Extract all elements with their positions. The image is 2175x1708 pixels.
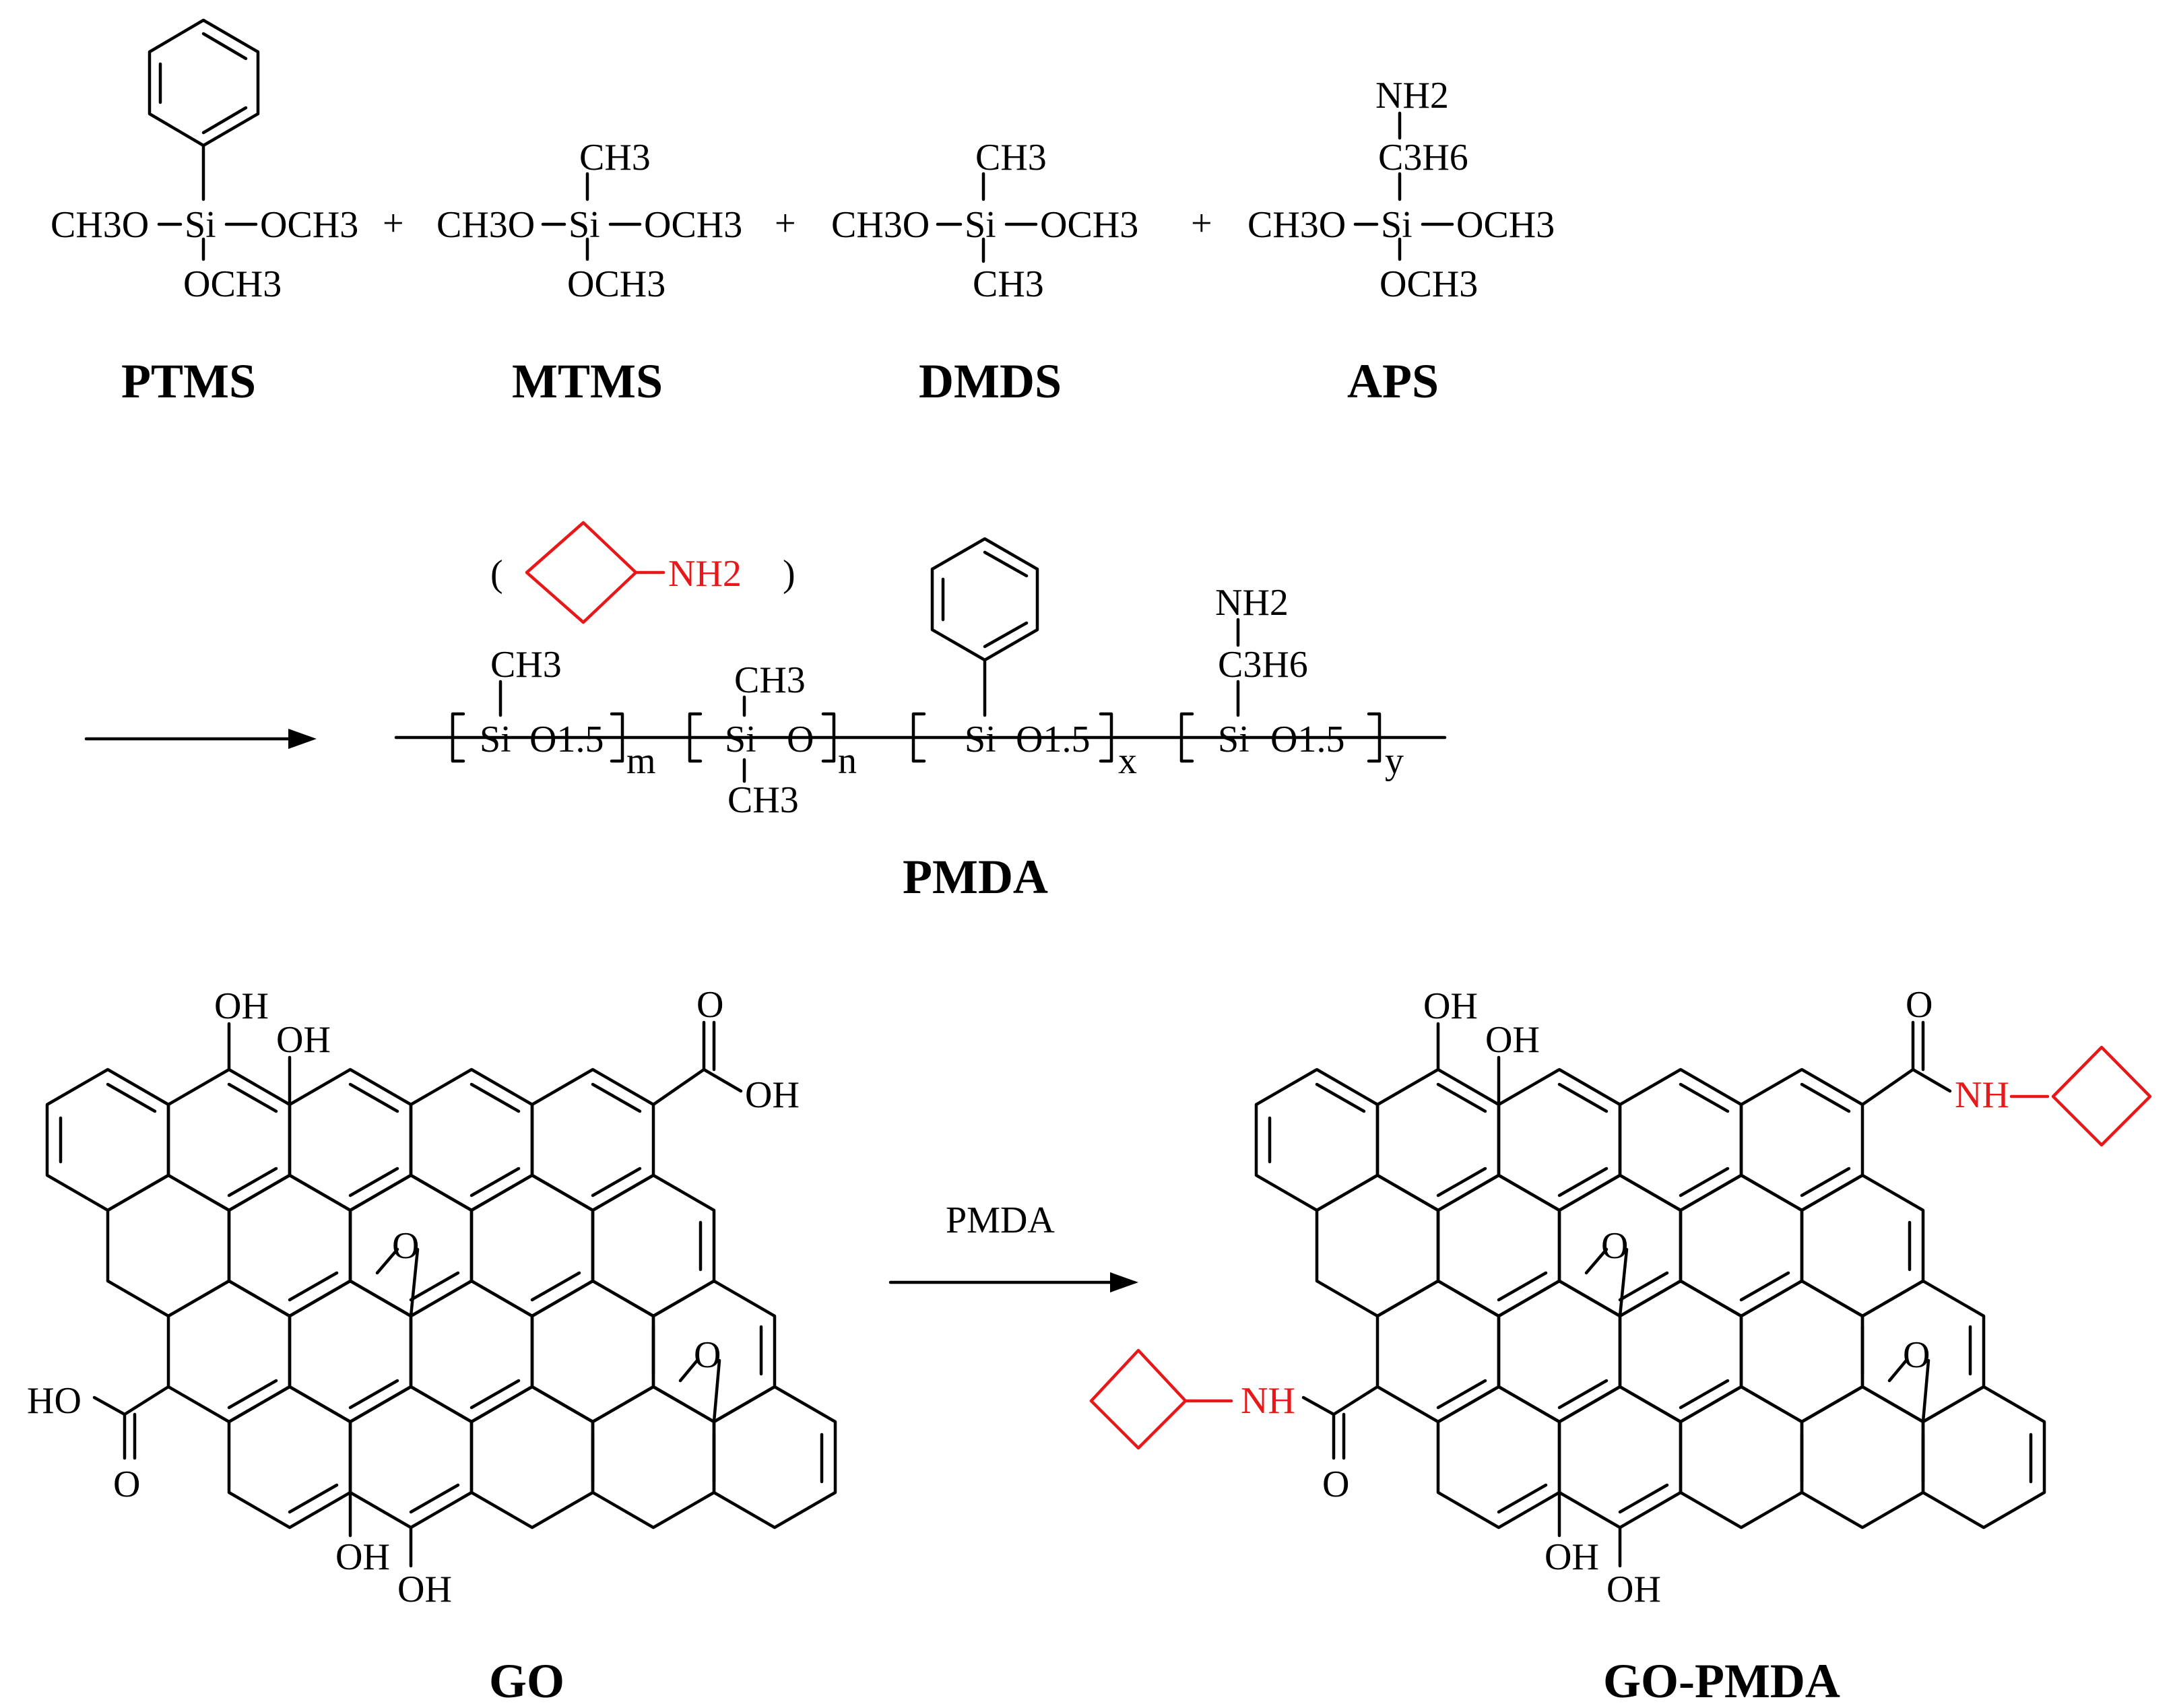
gop-oh-3: OH bbox=[1545, 1536, 1599, 1578]
cyclobutyl-ring-icon bbox=[525, 521, 638, 624]
mtms-bottom-group: OCH3 bbox=[567, 263, 666, 305]
go-oh-1: OH bbox=[214, 985, 269, 1027]
mtms-top-group: CH3 bbox=[579, 137, 651, 178]
dmds-si: Si bbox=[965, 204, 996, 246]
gop-epoxide-1: O bbox=[1601, 1225, 1628, 1267]
pmda-structure: ( NH2 ) CH3 Si O1.5 m CH3 Si O CH3 n bbox=[84, 521, 1447, 904]
go-epoxide-2: O bbox=[694, 1334, 721, 1376]
arrowhead-1-icon bbox=[288, 729, 317, 749]
go-pmda-lattice bbox=[1256, 1070, 2044, 1528]
dmds-label: DMDS bbox=[919, 354, 1062, 408]
aps-structure: NH2 C3H6 CH3O Si OCH3 OCH3 APS bbox=[1247, 75, 1555, 408]
pmda-unit2-o: O bbox=[787, 719, 814, 760]
ptms-right-group: OCH3 bbox=[260, 204, 358, 246]
gop-amide-nh-1: NH bbox=[1955, 1074, 2009, 1116]
pmda-unit4-propyl: C3H6 bbox=[1218, 644, 1308, 686]
pmda-unit1-top: CH3 bbox=[490, 644, 562, 686]
mtms-label: MTMS bbox=[512, 354, 663, 408]
reagent-label: PMDA bbox=[946, 1200, 1055, 1241]
dmds-top-group: CH3 bbox=[975, 137, 1047, 178]
go-cooh-oh: OH bbox=[745, 1074, 800, 1116]
dmds-bottom-group: CH3 bbox=[973, 263, 1044, 305]
gop-cyclobutyl-2-icon bbox=[1089, 1348, 1188, 1450]
go-oh-2: OH bbox=[276, 1019, 331, 1061]
close-paren: ) bbox=[783, 553, 796, 595]
pmda-unit4-index: y bbox=[1385, 740, 1404, 782]
aps-propyl-group: C3H6 bbox=[1378, 137, 1468, 178]
mtms-si: Si bbox=[569, 204, 600, 246]
aps-right-group: OCH3 bbox=[1456, 204, 1555, 246]
dmds-left-group: CH3O bbox=[831, 204, 930, 246]
open-paren: ( bbox=[490, 553, 503, 595]
gop-carbonyl-o-2: O bbox=[1322, 1464, 1349, 1505]
plus-sign-3: + bbox=[1191, 203, 1212, 244]
bracket-left-3 bbox=[911, 712, 926, 763]
pmda-unit3-si: Si bbox=[965, 719, 996, 760]
ptms-structure: CH3O Si OCH3 OCH3 PTMS bbox=[51, 18, 358, 408]
pmda-unit1-si: Si bbox=[480, 719, 511, 760]
pmda-label: PMDA bbox=[903, 850, 1048, 904]
plus-sign-2: + bbox=[775, 203, 796, 244]
pmda-unit2-bottom: CH3 bbox=[727, 779, 799, 821]
mtms-left-group: CH3O bbox=[436, 204, 535, 246]
bracket-right-2 bbox=[821, 712, 836, 763]
go-carbonyl-o-1: O bbox=[696, 984, 723, 1026]
gop-amide-nh-2: NH bbox=[1241, 1380, 1295, 1422]
bracket-left-1 bbox=[451, 712, 465, 763]
gop-epoxide-2: O bbox=[1903, 1334, 1930, 1376]
bracket-right-4 bbox=[1367, 712, 1382, 763]
go-oh-4: OH bbox=[397, 1569, 452, 1610]
gop-oh-1: OH bbox=[1423, 985, 1478, 1027]
gop-oh-2: OH bbox=[1485, 1019, 1540, 1061]
pmda-unit4-o: O1.5 bbox=[1270, 719, 1344, 760]
phenyl-ring-icon bbox=[148, 18, 260, 147]
plus-sign-1: + bbox=[383, 203, 404, 244]
go-structure: O O OH OH O OH HO O OH OH GO bbox=[27, 984, 835, 1708]
gop-cyclobutyl-1-icon bbox=[2051, 1045, 2152, 1147]
go-lattice bbox=[47, 1070, 835, 1528]
mtms-structure: CH3 CH3O Si OCH3 OCH3 MTMS bbox=[436, 137, 742, 408]
go-pmda-structure: O O OH OH O NH NH O OH OH GO-PMDA bbox=[1089, 984, 2152, 1708]
pmda-unit4-amine: NH2 bbox=[1215, 582, 1289, 624]
dmds-right-group: OCH3 bbox=[1040, 204, 1138, 246]
ptms-si: Si bbox=[185, 204, 216, 246]
pmda-unit1-o: O1.5 bbox=[529, 719, 604, 760]
pmda-amine-label: NH2 bbox=[668, 553, 742, 595]
bracket-left-2 bbox=[688, 712, 703, 763]
go-cooh-ho: HO bbox=[27, 1380, 82, 1422]
pmda-unit4-si: Si bbox=[1218, 719, 1249, 760]
dmds-structure: CH3 CH3O Si OCH3 CH3 DMDS bbox=[831, 137, 1138, 408]
aps-left-group: CH3O bbox=[1247, 204, 1346, 246]
gop-carbonyl-o-1: O bbox=[1906, 984, 1933, 1026]
go-oh-3: OH bbox=[335, 1536, 390, 1578]
reaction-step-2: PMDA bbox=[888, 1200, 1138, 1292]
ptms-bottom-group: OCH3 bbox=[183, 263, 282, 305]
bracket-left-4 bbox=[1179, 712, 1194, 763]
pmda-unit2-top: CH3 bbox=[734, 659, 806, 701]
pmda-unit1-index: m bbox=[626, 740, 656, 782]
bracket-right-3 bbox=[1099, 712, 1113, 763]
pmda-unit2-index: n bbox=[838, 740, 857, 782]
mtms-right-group: OCH3 bbox=[644, 204, 742, 246]
go-pmda-label: GO-PMDA bbox=[1603, 1654, 1840, 1708]
pmda-unit3-index: x bbox=[1118, 740, 1137, 782]
arrowhead-2-icon bbox=[1110, 1272, 1138, 1292]
aps-label: APS bbox=[1347, 354, 1439, 408]
ptms-label: PTMS bbox=[121, 354, 256, 408]
pmda-phenyl-ring-icon bbox=[930, 537, 1039, 662]
aps-bottom-group: OCH3 bbox=[1379, 263, 1478, 305]
go-carbonyl-o-2: O bbox=[113, 1464, 140, 1505]
bracket-right-1 bbox=[610, 712, 624, 763]
go-label: GO bbox=[489, 1654, 564, 1708]
aps-si: Si bbox=[1381, 204, 1413, 246]
gop-oh-4: OH bbox=[1606, 1569, 1661, 1610]
pmda-unit2-si: Si bbox=[725, 719, 756, 760]
aps-amine-group: NH2 bbox=[1375, 75, 1449, 117]
pmda-unit3-o: O1.5 bbox=[1016, 719, 1090, 760]
go-epoxide-1: O bbox=[392, 1225, 419, 1267]
ptms-left-group: CH3O bbox=[51, 204, 149, 246]
